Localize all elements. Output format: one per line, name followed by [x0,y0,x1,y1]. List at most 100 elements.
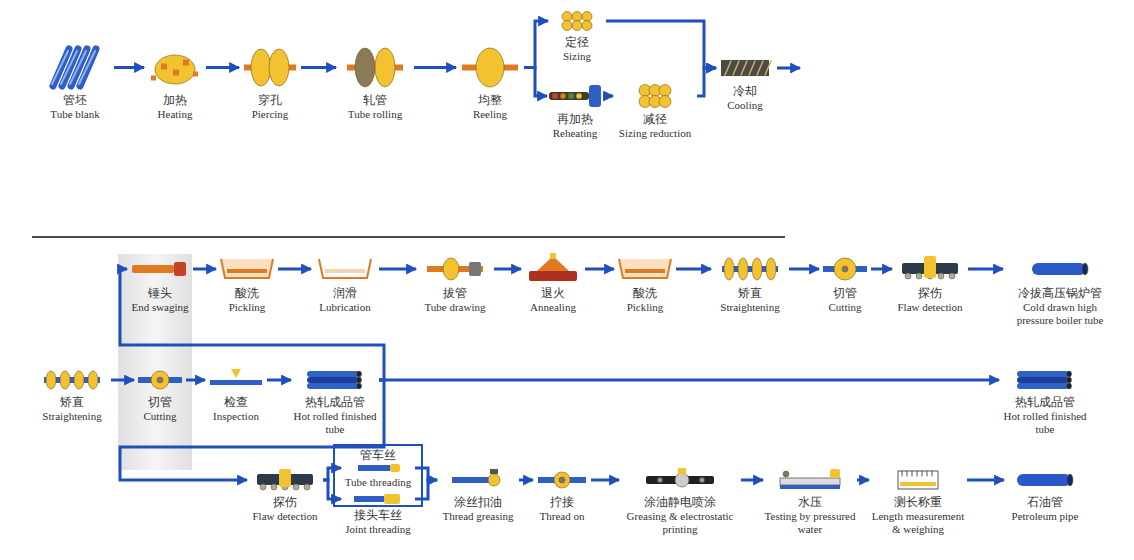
icon-part [357,377,362,383]
icon-part [80,49,96,86]
icon-art [307,371,362,389]
process-step: 均整Reeling [457,45,523,121]
icon-art [452,469,500,486]
icon-art [354,494,400,504]
icon-part [568,93,574,99]
process-icon [712,255,788,283]
process-icon [534,468,590,492]
icon-part [582,12,592,22]
step-name-zh: 拧接 [534,495,590,510]
icon-part [74,371,84,389]
process-step: 再加热Reheating [548,83,602,140]
icon-part [907,471,908,476]
icon-part [251,49,271,86]
process-icon [457,45,523,90]
step-name-en: Testing by pressured water [764,510,856,536]
icon-part [1017,383,1069,389]
process-step: 冷却Cooling [717,55,773,112]
step-name-zh: 涂油静电喷涂 [620,495,740,510]
icon-part [538,477,586,483]
icon-art [898,471,938,489]
process-step: 切管Cutting [820,255,870,314]
icon-part [842,266,848,272]
icon-part [905,273,911,279]
icon-part [552,93,558,99]
flow-arrow [676,268,711,271]
icon-art [538,472,586,488]
process-step: 酸洗Pickling [217,255,277,314]
icon-part [765,61,771,75]
flow-arrow [606,21,716,68]
step-name-en: Straightening [34,410,110,423]
flow-arrow [789,268,819,271]
icon-part [738,258,748,280]
process-step: 矫直Straightening [34,368,110,423]
icon-art [138,371,182,389]
step-name-zh: 接头车丝 [342,508,414,523]
icon-art [639,85,671,108]
flow-arrow [379,268,416,271]
flow-arrow [323,468,341,480]
icon-part [307,383,359,389]
step-name-zh: 探伤 [893,286,967,301]
icon-part [88,371,98,389]
icon-part [60,371,70,389]
step-name-en: Reeling [457,108,523,121]
icon-part [780,478,840,485]
flow-arrow [591,479,619,482]
icon-part [902,471,903,476]
icon-part [572,12,582,22]
icon-part [1082,263,1088,275]
icon-part [823,266,867,272]
flow-arrow [415,480,437,499]
icon-art [151,55,198,84]
icon-part [749,61,755,75]
flow-arrow [585,268,614,271]
process-step: 轧管Tube rolling [337,45,413,121]
step-name-zh: 切管 [135,395,185,410]
icon-part [151,371,169,389]
process-icon [1004,255,1116,283]
icon-art [549,85,601,107]
step-name-zh: 穿孔 [240,93,300,108]
icon-part [384,494,400,504]
step-name-en: Hot rolled finished tube [292,410,378,436]
step-name-zh: 矫直 [34,395,110,410]
icon-art [902,256,958,279]
icon-art [1032,263,1088,275]
icon-part [927,471,928,476]
step-name-zh: 管坯 [37,93,113,108]
icon-part [721,60,769,76]
icon-part [260,484,266,490]
step-name-zh: 涂丝扣油 [438,495,518,510]
process-icon [312,255,378,283]
process-icon [417,255,493,283]
step-name-zh: 减径 [614,112,696,127]
step-name-zh: 冷拔高压锅炉管 [1004,286,1116,301]
flow-arrow [120,380,384,480]
icon-part [900,482,936,486]
process-icon [522,255,584,283]
icon-part [741,61,747,75]
icon-part [916,273,922,279]
step-name-en: Greasing & electrostatic printing [620,510,740,536]
step-name-en: Tube blank [37,108,113,121]
icon-part [138,377,182,383]
step-name-zh: 轧管 [337,93,413,108]
icon-part [550,253,556,259]
icon-art [221,259,273,278]
icon-part [1017,377,1069,383]
process-icon [342,493,414,505]
process-step: 检查Inspection [206,368,266,423]
step-name-zh: 定径 [549,35,605,50]
process-icon [548,83,602,109]
icon-art [427,258,483,280]
icon-part [675,473,689,487]
icon-part [898,471,938,489]
icon-art [646,468,714,487]
icon-part [949,273,955,279]
shaded-band [118,254,192,470]
process-icon [549,10,605,32]
icon-art [257,469,313,490]
